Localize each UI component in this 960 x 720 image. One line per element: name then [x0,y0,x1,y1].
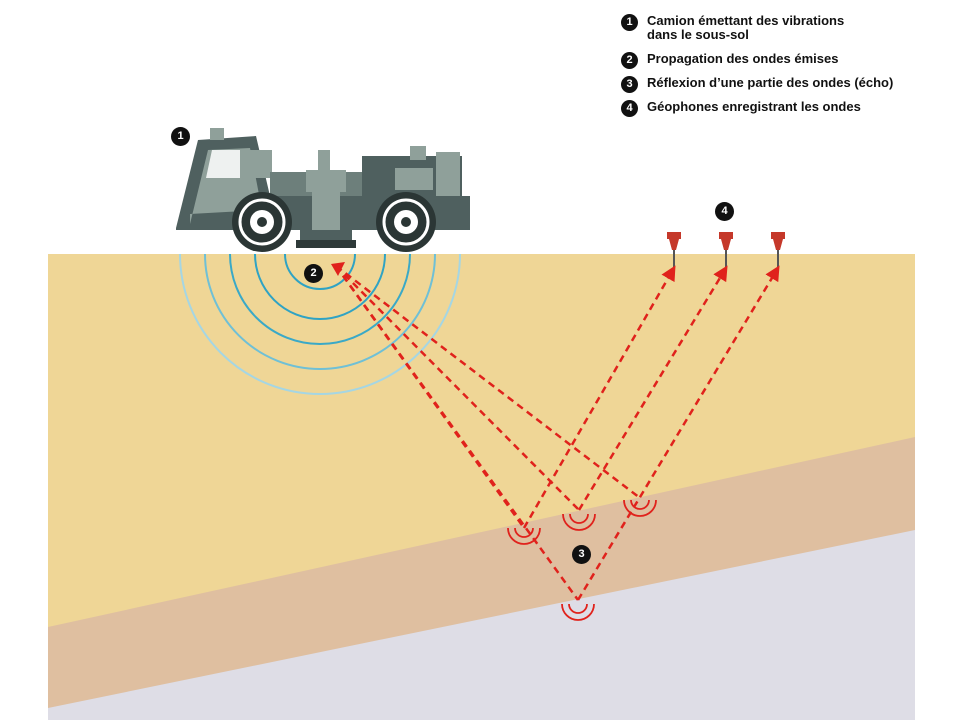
echo-arc-icon [562,513,596,531]
geophone-icon [719,232,733,268]
wave-rings [179,253,461,395]
legend: 1 Camion émettant des vibrations dans le… [621,14,894,117]
marker-emission: 2 [304,264,323,283]
legend-text: Propagation des ondes émises [647,51,839,66]
legend-number: 3 [621,76,638,93]
geophone-icon [771,232,785,268]
legend-item: 4 Géophones enregistrant les ondes [621,99,893,117]
echo-arc-icon [623,499,657,517]
echo-arc-icon [507,527,541,545]
legend-text: Géophones enregistrant les ondes [647,99,861,114]
vibroseis-truck-icon [176,128,470,252]
rear-wheel [232,192,292,252]
geophone-icon [667,232,681,268]
legend-number: 2 [621,52,638,69]
legend-number: 1 [621,14,638,31]
legend-text: Réflexion d’une partie des ondes (écho) [647,75,894,90]
marker-reflection: 3 [572,545,591,564]
marker-geophones: 4 [715,202,734,221]
legend-text: Camion émettant des vibrations dans le s… [647,13,845,42]
emission-point [331,262,345,276]
rock-layer [48,530,915,720]
legend-item: 1 Camion émettant des vibrations dans le… [621,14,893,42]
legend-number: 4 [621,100,638,117]
geophones [667,232,785,268]
echo-arcs [507,499,657,621]
legend-item: 3 Réflexion d’une partie des ondes (écho… [621,75,894,93]
seismic-rays [334,265,780,601]
legend-item: 2 Propagation des ondes émises [621,51,893,69]
echo-arc-icon [561,603,595,621]
marker-truck: 1 [171,127,190,146]
front-wheel [376,192,436,252]
